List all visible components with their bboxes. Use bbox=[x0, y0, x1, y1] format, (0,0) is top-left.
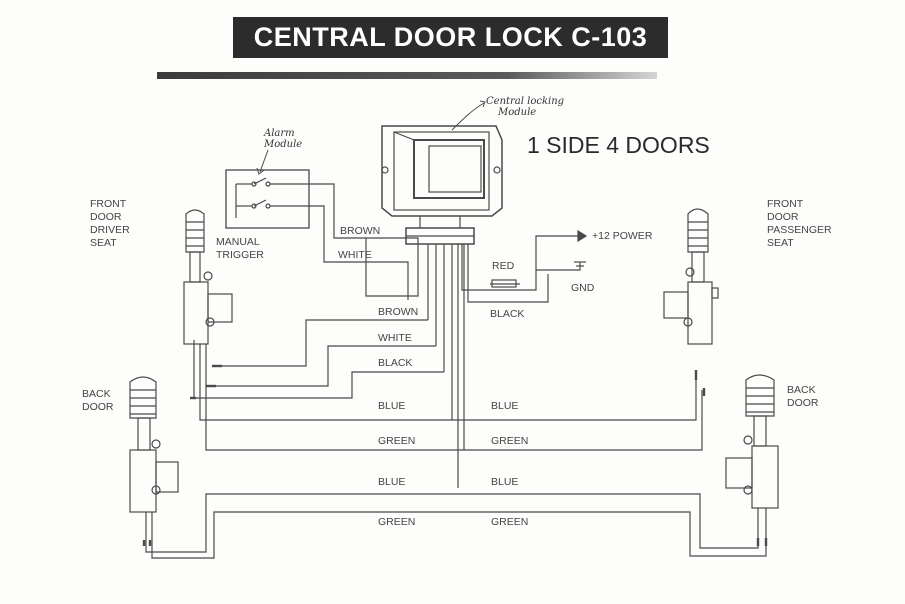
diagram-subtitle: 1 SIDE 4 DOORS bbox=[527, 132, 710, 158]
diagram-title: CENTRAL DOOR LOCK C-103 bbox=[233, 17, 668, 58]
wire-label-red: RED bbox=[492, 260, 515, 272]
central-locking-module bbox=[381, 125, 503, 245]
wire-label-black-mid: BLACK bbox=[378, 357, 413, 369]
wire-label-white-mid: WHITE bbox=[378, 332, 412, 344]
wire-label-blue1-left: BLUE bbox=[378, 400, 406, 412]
central-module-note: Central locking Module bbox=[486, 96, 565, 118]
wire-label-green2-left: GREEN bbox=[378, 516, 416, 528]
actuator-front-passenger bbox=[663, 208, 719, 345]
wire-label-blue2-left: BLUE bbox=[378, 476, 406, 488]
wire-label-brown-top: BROWN bbox=[340, 225, 381, 237]
title-underline bbox=[157, 72, 657, 79]
actuator-back-right bbox=[725, 374, 779, 538]
wire-label-blue2-right: BLUE bbox=[491, 476, 519, 488]
wire-label-brown-mid: BROWN bbox=[378, 306, 419, 318]
wire-label-green1-right: GREEN bbox=[491, 435, 529, 447]
wire-label-black-right: BLACK bbox=[490, 308, 525, 320]
wire-label-blue1-right: BLUE bbox=[491, 400, 519, 412]
power-label: +12 POWER bbox=[592, 230, 653, 242]
wire-label-white-top: WHITE bbox=[338, 249, 372, 261]
actuator-back-left bbox=[129, 376, 179, 540]
gnd-label: GND bbox=[571, 282, 595, 294]
wire-label-green1-left: GREEN bbox=[378, 435, 416, 447]
alarm-module-note: Alarm Module bbox=[264, 128, 303, 150]
alarm-module bbox=[225, 169, 310, 229]
actuator-front-driver bbox=[183, 209, 233, 345]
wire-label-green2-right: GREEN bbox=[491, 516, 529, 528]
